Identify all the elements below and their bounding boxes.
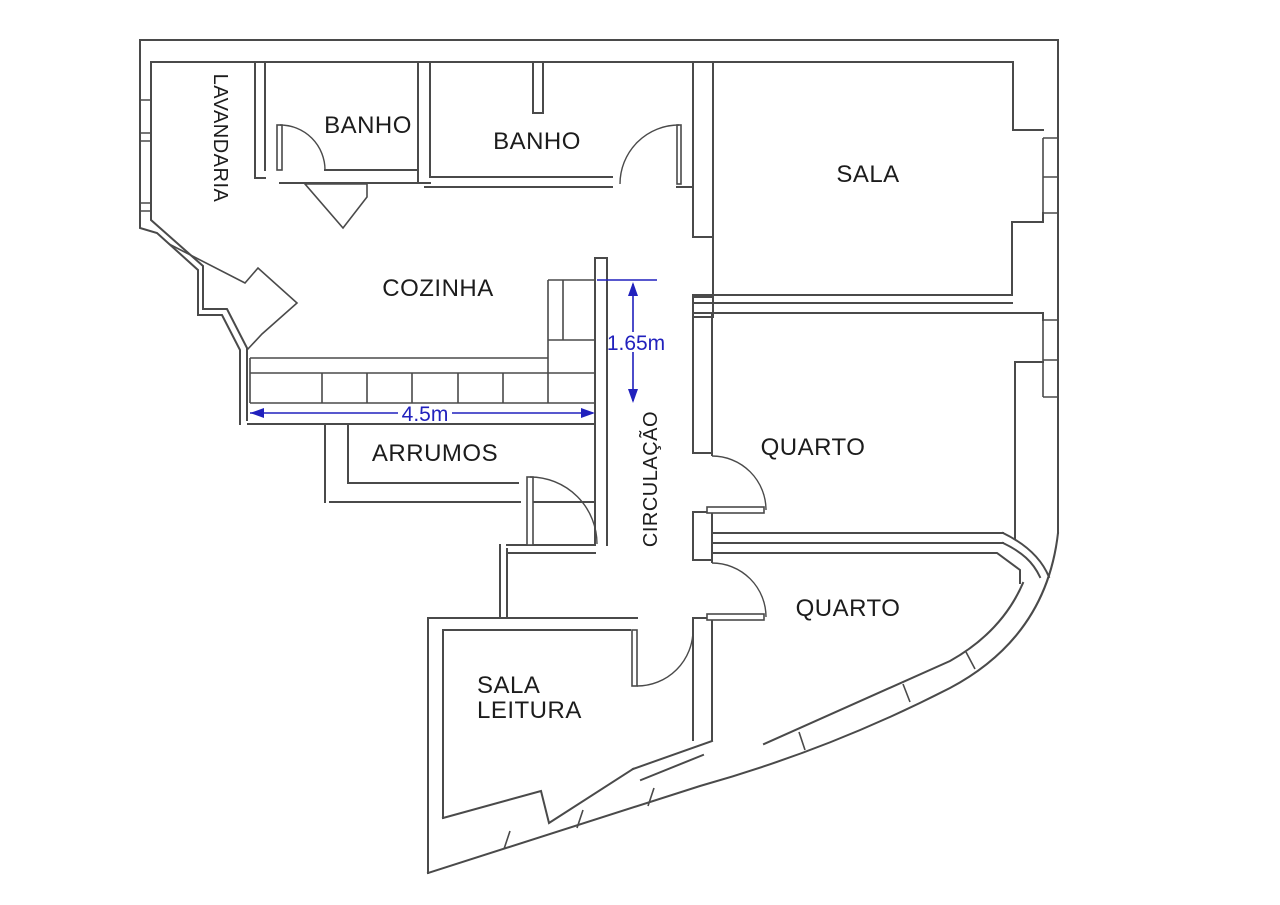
room-label-quarto-middle: QUARTO xyxy=(761,434,866,461)
storage-walls xyxy=(324,423,596,619)
kitchen-counter xyxy=(249,279,595,404)
reading-room-walls xyxy=(441,629,655,850)
door-leaf xyxy=(706,506,765,514)
angled-door-leaf xyxy=(303,183,368,230)
door-sala-leitura xyxy=(631,629,694,687)
door-banho-center xyxy=(619,124,682,185)
arrow-down-icon xyxy=(628,389,638,403)
door-quarto-middle xyxy=(706,455,767,514)
door-arc xyxy=(529,476,598,545)
room-label-arrumos: ARRUMOS xyxy=(372,440,498,467)
entry-angled-shapes xyxy=(168,183,368,351)
dimension-vertical: 1.65m xyxy=(597,279,665,403)
door-leaf xyxy=(706,613,765,621)
door-arc xyxy=(619,124,680,185)
arrow-right-icon xyxy=(581,408,595,418)
door-quarto-bottom xyxy=(706,562,767,621)
door-banho-left xyxy=(276,124,326,171)
door-arc xyxy=(279,124,326,171)
room-label-banho-left: BANHO xyxy=(324,112,412,139)
dimension-horizontal: 4.5m xyxy=(250,403,595,426)
room-label-cozinha: COZINHA xyxy=(382,275,494,302)
door-leaf xyxy=(631,629,638,687)
door-leaf xyxy=(276,124,283,171)
door-leaf xyxy=(526,476,534,546)
exterior-walls xyxy=(139,39,1060,875)
door-arc xyxy=(636,629,694,687)
interior-walls-top xyxy=(254,61,1058,318)
door-arc xyxy=(711,562,767,618)
room-labels: LAVANDARIA BANHO BANHO SALA COZINHA ARRU… xyxy=(209,74,900,724)
room-label-circulacao: CIRCULAÇÃO xyxy=(638,411,662,547)
dimension-width-label: 4.5m xyxy=(402,403,449,426)
room-label-sala-leitura-2: LEITURA xyxy=(477,697,582,724)
room-label-quarto-bottom: QUARTO xyxy=(796,595,901,622)
arrow-left-icon xyxy=(250,408,264,418)
room-label-sala-leitura-1: SALA xyxy=(477,672,540,699)
door-arc xyxy=(711,455,767,511)
arrow-up-icon xyxy=(628,282,638,296)
dimension-height-label: 1.65m xyxy=(607,332,665,355)
kitchen-walls xyxy=(247,257,608,546)
door-arrumos xyxy=(526,476,598,546)
room-label-sala: SALA xyxy=(836,161,899,188)
bedroom-walls xyxy=(631,312,1058,782)
room-label-banho-center: BANHO xyxy=(493,128,581,155)
room-label-lavandaria: LAVANDARIA xyxy=(209,74,231,203)
door-leaf xyxy=(676,124,682,185)
